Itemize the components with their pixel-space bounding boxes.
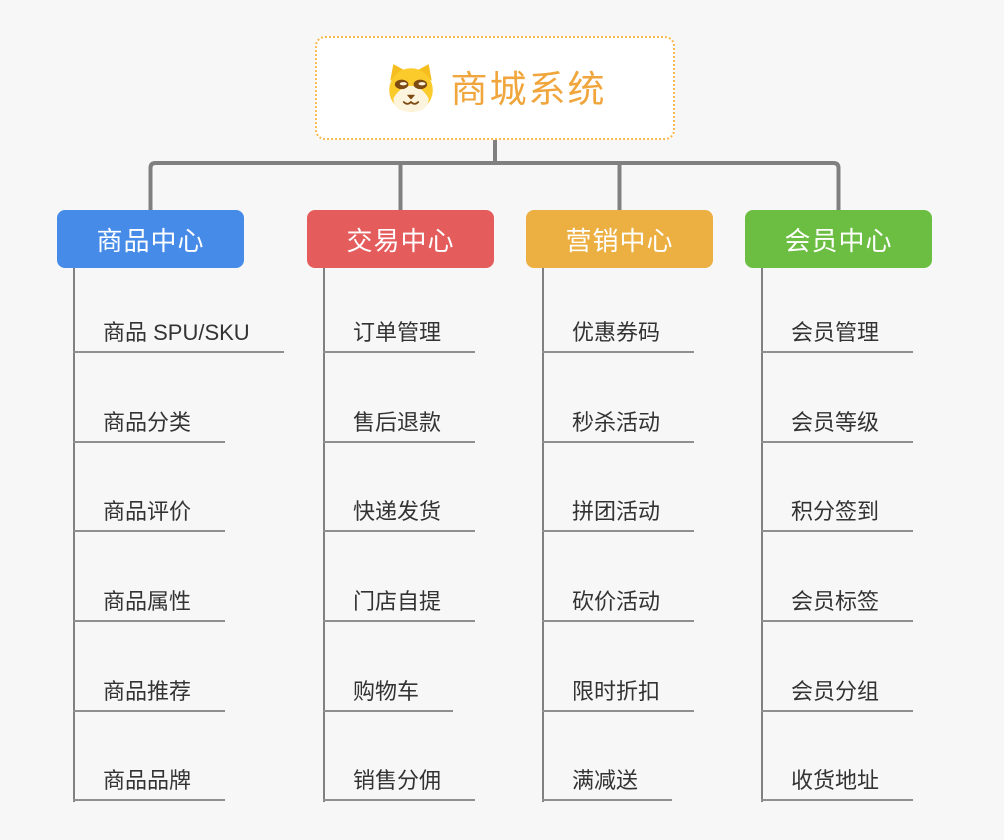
leaf-node[interactable]: 拼团活动 bbox=[542, 486, 695, 532]
leaf-node[interactable]: 快递发货 bbox=[323, 486, 476, 532]
branch-children-trade-center: 订单管理 售后退款 快递发货 门店自提 购物车 销售分佣 bbox=[323, 268, 563, 808]
leaf-node[interactable]: 会员分组 bbox=[761, 666, 914, 712]
branch-children-marketing-center: 优惠券码 秒杀活动 拼团活动 砍价活动 限时折扣 满减送 bbox=[542, 268, 782, 808]
leaf-node[interactable]: 秒杀活动 bbox=[542, 397, 695, 443]
leaf-node[interactable]: 销售分佣 bbox=[323, 755, 476, 801]
branch-line bbox=[73, 268, 75, 802]
leaf-node[interactable]: 商品评价 bbox=[73, 486, 226, 532]
branch-line bbox=[761, 268, 763, 802]
leaf-node[interactable]: 收货地址 bbox=[761, 755, 914, 801]
leaf-node[interactable]: 优惠券码 bbox=[542, 307, 695, 353]
branch-node-product-center[interactable]: 商品中心 bbox=[57, 210, 244, 268]
leaf-node[interactable]: 购物车 bbox=[323, 666, 454, 712]
leaf-node[interactable]: 商品属性 bbox=[73, 576, 226, 622]
leaf-node[interactable]: 积分签到 bbox=[761, 486, 914, 532]
leaf-node[interactable]: 会员管理 bbox=[761, 307, 914, 353]
branch-children-member-center: 会员管理 会员等级 积分签到 会员标签 会员分组 收货地址 bbox=[761, 268, 1001, 808]
branch-line bbox=[542, 268, 544, 802]
leaf-node[interactable]: 商品分类 bbox=[73, 397, 226, 443]
leaf-node[interactable]: 会员等级 bbox=[761, 397, 914, 443]
branch-node-member-center[interactable]: 会员中心 bbox=[745, 210, 932, 268]
leaf-node[interactable]: 商品推荐 bbox=[73, 666, 226, 712]
branch-node-marketing-center[interactable]: 营销中心 bbox=[526, 210, 713, 268]
root-node-title: 商城系统 bbox=[450, 68, 607, 110]
leaf-node[interactable]: 限时折扣 bbox=[542, 666, 695, 712]
leaf-node[interactable]: 会员标签 bbox=[761, 576, 914, 622]
leaf-node[interactable]: 售后退款 bbox=[323, 397, 476, 443]
leaf-node[interactable]: 商品品牌 bbox=[73, 755, 226, 801]
branch-children-product-center: 商品 SPU/SKU 商品分类 商品评价 商品属性 商品推荐 商品品牌 bbox=[73, 268, 313, 808]
leaf-node[interactable]: 订单管理 bbox=[323, 307, 476, 353]
branch-connector-rail bbox=[148, 161, 841, 212]
leaf-node[interactable]: 门店自提 bbox=[323, 576, 476, 622]
branch-node-trade-center[interactable]: 交易中心 bbox=[307, 210, 494, 268]
leaf-node[interactable]: 满减送 bbox=[542, 755, 673, 801]
root-node[interactable]: 商城系统 bbox=[315, 36, 675, 140]
leaf-node[interactable]: 商品 SPU/SKU bbox=[73, 307, 284, 353]
leaf-node[interactable]: 砍价活动 bbox=[542, 576, 695, 622]
branch-line bbox=[323, 268, 325, 802]
dog-face-icon bbox=[388, 64, 433, 112]
